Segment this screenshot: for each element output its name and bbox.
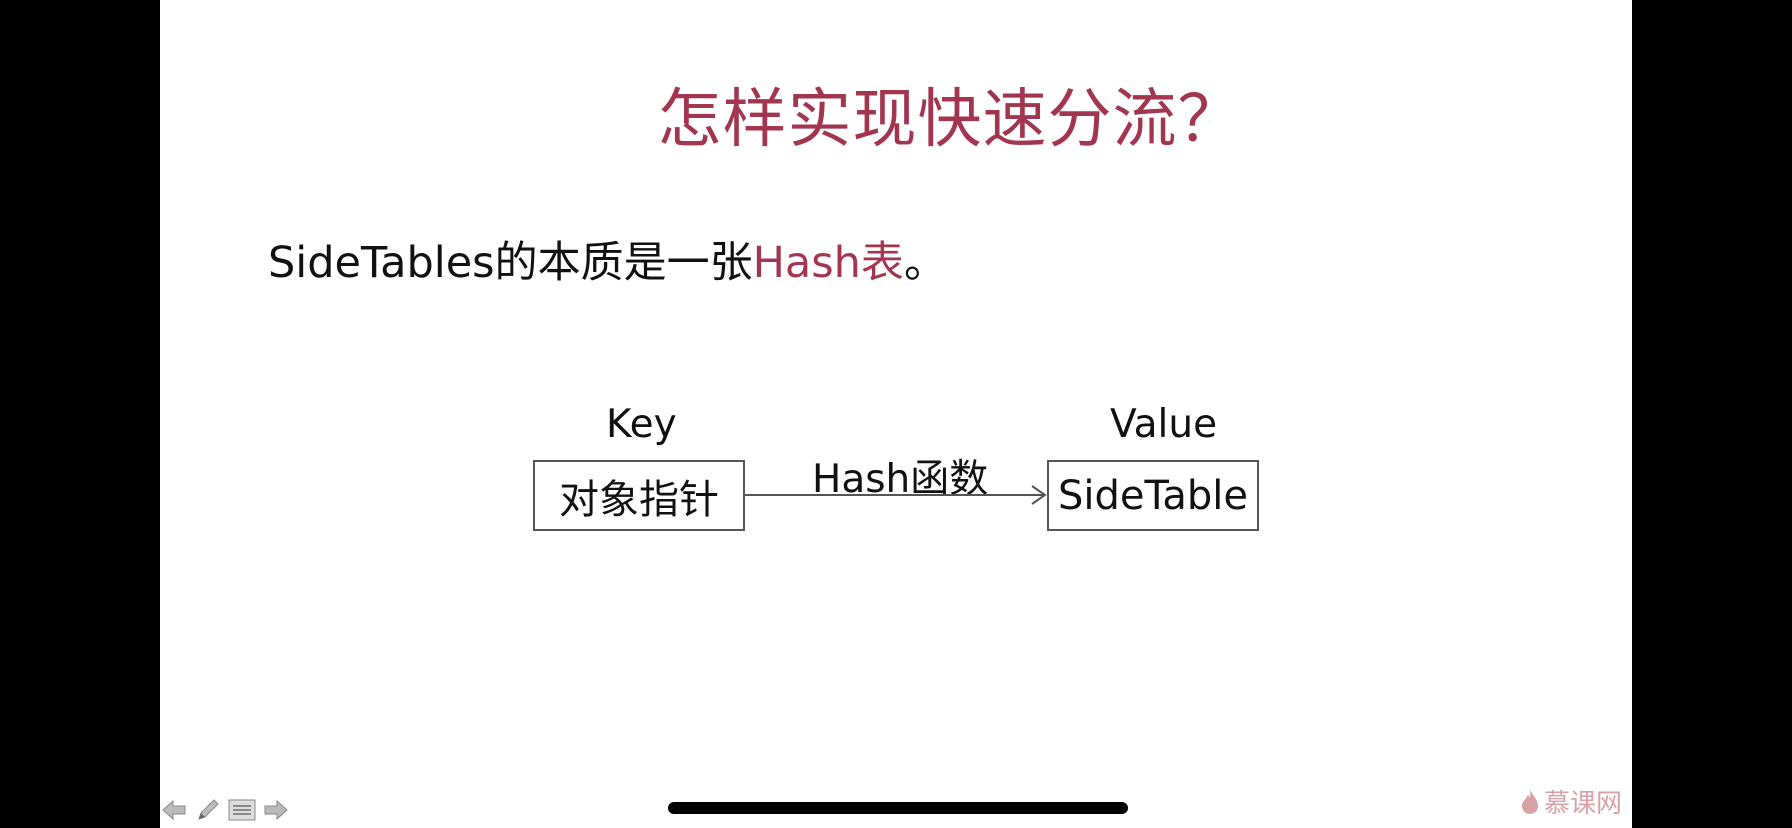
value-box-text: SideTable	[1058, 472, 1248, 519]
arrow-right-icon[interactable]	[262, 798, 290, 822]
logo-text: 慕课网	[1543, 789, 1622, 819]
arrow-label: Hash函数	[812, 457, 989, 502]
statement-prefix: SideTables的本质是一张	[268, 238, 753, 288]
statement-highlight: Hash表	[752, 238, 904, 288]
arrow-left-icon[interactable]	[160, 798, 188, 822]
slide-toolbar	[160, 798, 290, 822]
key-label: Key	[606, 402, 677, 447]
key-box: 对象指针	[533, 460, 745, 531]
menu-icon[interactable]	[228, 798, 256, 822]
value-label: Value	[1110, 402, 1218, 447]
logo: 慕课网	[1520, 783, 1622, 820]
statement-suffix: 。	[903, 238, 947, 288]
home-indicator[interactable]	[668, 802, 1128, 814]
slide: 怎样实现快速分流？ SideTables的本质是一张Hash表。 Key 对象指…	[160, 0, 1632, 828]
value-box: SideTable	[1047, 460, 1259, 531]
flame-icon	[1521, 789, 1538, 814]
slide-statement: SideTables的本质是一张Hash表。	[268, 228, 947, 290]
key-box-text: 对象指针	[559, 476, 719, 523]
slide-title: 怎样实现快速分流？	[657, 83, 1243, 157]
pen-icon[interactable]	[194, 798, 222, 822]
